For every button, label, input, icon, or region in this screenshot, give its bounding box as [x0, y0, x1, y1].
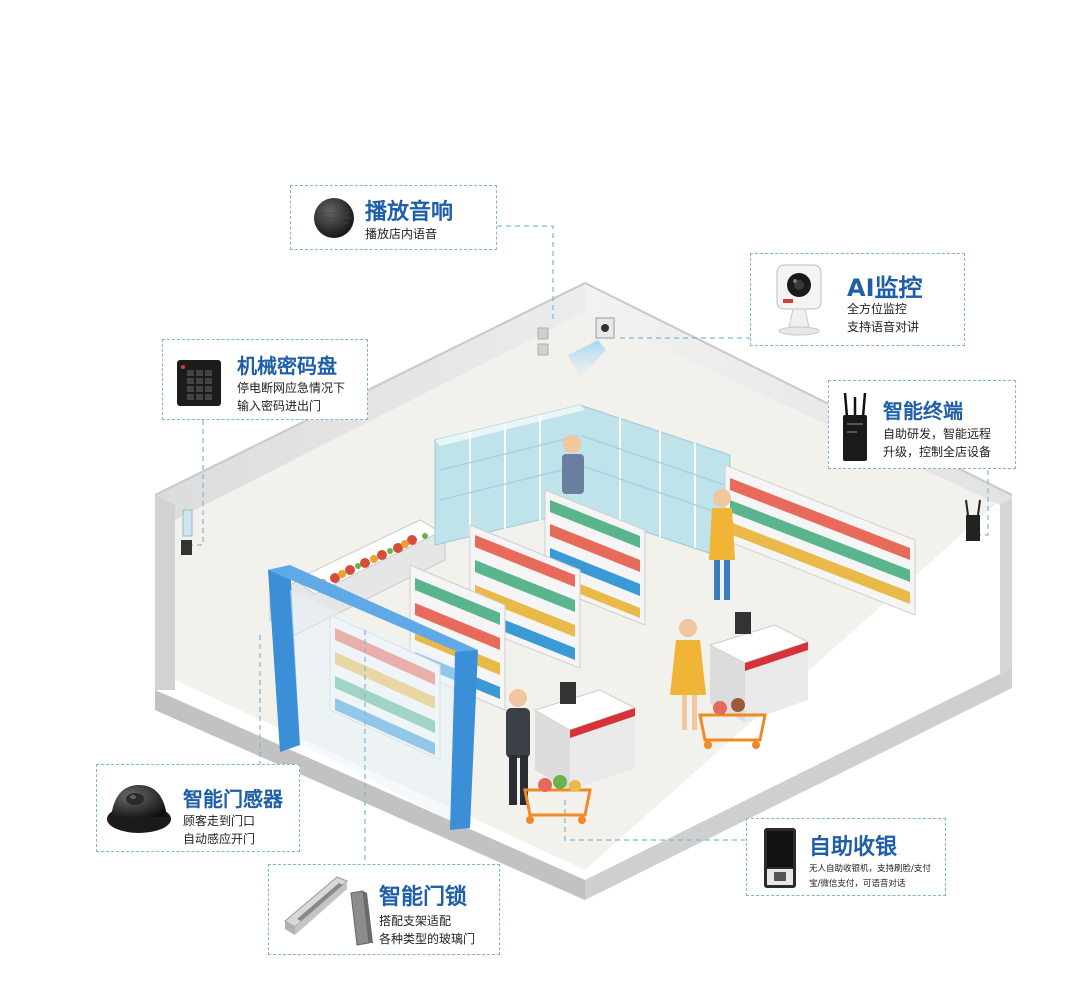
callout-self-checkout: 自助收银 无人自助收银机，支持刷脸/支付 宝/微信支付，可语音对话 [746, 818, 946, 896]
cart-1 [523, 775, 592, 824]
dome-sensor-icon [107, 785, 171, 833]
door-sensor-title: 智能门感器 [183, 787, 283, 811]
door-sensor-desc-1: 顾客走到门口 [183, 814, 256, 828]
door-lock-title: 智能门锁 [379, 885, 468, 910]
wall-camera [568, 317, 615, 378]
terminal-title: 智能终端 [883, 399, 963, 423]
self-checkout-title: 自助收银 [809, 835, 898, 860]
callout-terminal: 智能终端 自助研发，智能远程 升级，控制全店设备 [828, 380, 1016, 469]
right-wall [585, 283, 1012, 675]
speaker-desc: 播放店内语音 [365, 227, 438, 241]
left-wall [155, 283, 585, 690]
self-checkout-desc-1: 无人自助收银机，支持刷脸/支付 [809, 864, 931, 874]
callout-ai-camera: AI监控 全方位监控 支持语音对讲 [750, 253, 965, 346]
door-lock-desc-2: 各种类型的玻璃门 [379, 932, 476, 946]
ai-camera-title: AI监控 [847, 274, 923, 302]
shelf-back-right [724, 464, 916, 616]
leader-lines [192, 225, 989, 870]
callout-door-lock: 智能门锁 搭配支架适配 各种类型的玻璃门 [268, 864, 500, 955]
speaker-icon [314, 198, 354, 238]
wall-keypad [181, 509, 193, 555]
callout-keypad: 机械密码盘 停电断网应急情况下 输入密码进出门 [162, 339, 368, 420]
keypad-icon [177, 360, 221, 406]
magnetic-lock-icon [284, 876, 373, 946]
terminal-router-icon [843, 392, 867, 461]
keypad-desc-1: 停电断网应急情况下 [237, 381, 346, 395]
ai-camera-desc-1: 全方位监控 [847, 302, 908, 316]
shopper-woman-shelf [709, 489, 735, 600]
checkout-counter-1 [533, 682, 637, 790]
speaker-title: 播放音响 [365, 200, 454, 225]
self-checkout-desc-2: 宝/微信支付，可语音对话 [809, 879, 906, 889]
room-base [155, 668, 1012, 900]
terminal-desc-2: 升级，控制全店设备 [883, 445, 992, 459]
cart-2 [698, 698, 767, 749]
door-sensor-desc-2: 自动感应开门 [183, 832, 256, 846]
entrance-gate [268, 565, 478, 830]
wall-router [965, 499, 981, 541]
keypad-title: 机械密码盘 [237, 354, 337, 378]
terminal-desc-1: 自助研发，智能远程 [883, 427, 992, 441]
shopper-man [506, 689, 530, 805]
callout-speaker: 播放音响 播放店内语音 [290, 185, 497, 250]
callout-door-sensor: 智能门感器 顾客走到门口 自动感应开门 [96, 764, 300, 852]
keypad-desc-2: 输入密码进出门 [237, 399, 322, 413]
kiosk-icon [764, 828, 796, 888]
shopper-woman-yellow [670, 619, 706, 730]
shopper-fridge [562, 435, 584, 494]
ai-camera-desc-2: 支持语音对讲 [847, 320, 920, 334]
camera-icon [776, 264, 822, 336]
door-lock-desc-1: 搭配支架适配 [379, 914, 452, 928]
